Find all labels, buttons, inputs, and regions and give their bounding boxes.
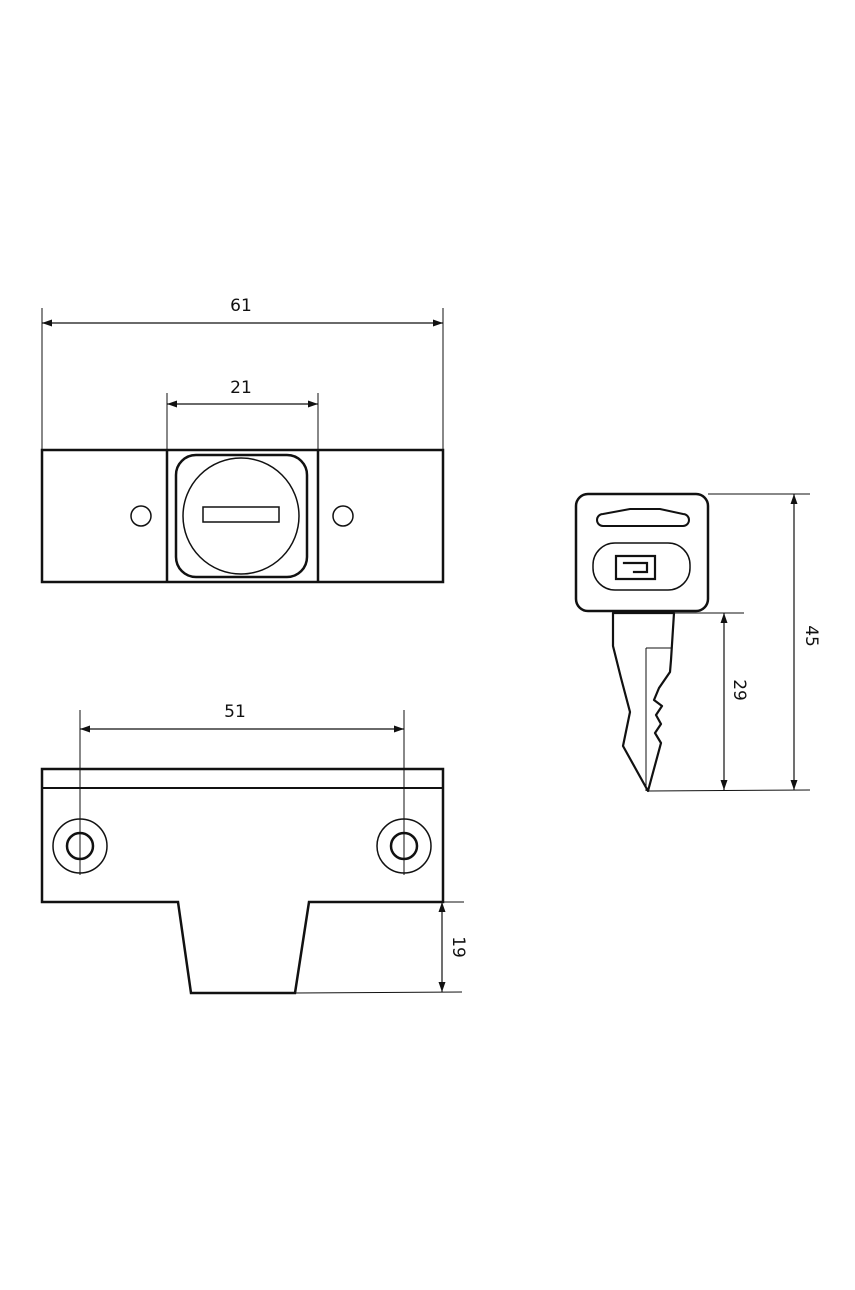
dimension-label-45: 45 <box>801 625 821 647</box>
brand-logo-icon <box>614 554 657 581</box>
cylinder-face <box>174 453 309 579</box>
dimension-label-19: 19 <box>448 936 468 958</box>
screw-hole-right <box>332 505 354 527</box>
dimension-key-length: 45 <box>647 493 821 792</box>
dimension-front-width: 61 <box>41 296 444 450</box>
screw-hole-left <box>130 505 152 527</box>
key-head <box>574 492 710 613</box>
dimension-label-29: 29 <box>729 679 749 701</box>
key <box>574 492 710 793</box>
extension-line-bottom <box>294 991 463 994</box>
body-outline <box>40 767 445 995</box>
dimension-hole-spacing: 51 <box>79 702 405 875</box>
dimension-label-21: 21 <box>230 378 252 398</box>
key-logo-frame <box>592 542 691 591</box>
front-plate <box>40 448 445 584</box>
dimension-cylinder-width: 21 <box>166 378 319 450</box>
top-view <box>40 767 445 995</box>
keyway-slot <box>202 506 280 523</box>
dimension-label-51: 51 <box>224 702 246 722</box>
cylinder-plug <box>182 457 300 575</box>
key-blade <box>611 611 676 793</box>
dimension-label-61: 61 <box>230 296 252 316</box>
dimension-key-blade-length: 29 <box>674 612 749 790</box>
key-ring-slot <box>596 508 690 527</box>
extension-line-bottom <box>647 789 811 792</box>
dimension-tongue-height: 19 <box>294 901 468 994</box>
front-view <box>40 448 445 584</box>
